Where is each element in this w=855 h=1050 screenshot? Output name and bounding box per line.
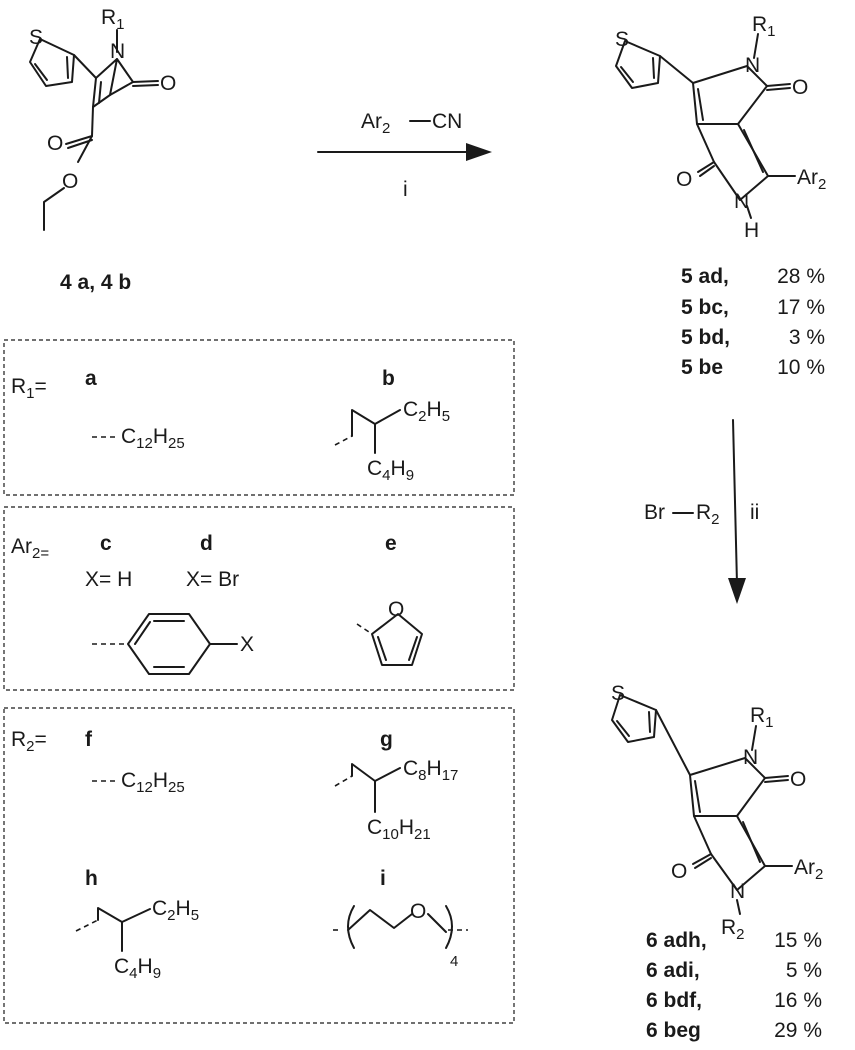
r1-head: R1= <box>11 375 47 402</box>
yields-6: 6 adh, 15 % 6 adi, 5 % 6 bdf, 16 % 6 beg… <box>646 929 822 1042</box>
c2h5-label: C2H5 <box>152 897 199 924</box>
c12h25-label: C12H25 <box>121 425 185 452</box>
c10h21-label: C10H21 <box>367 816 431 843</box>
letter-d: d <box>200 532 213 555</box>
compound-5bc: 5 bc, <box>681 296 729 319</box>
yield-5bd: 3 % <box>789 326 825 349</box>
product-6: S N O O N R1 Ar2 R2 <box>611 682 823 943</box>
compound-5bd: 5 bd, <box>681 326 730 349</box>
reagent-cn: CN <box>432 110 462 133</box>
starting-material-4: S N O O O R1 4 a, 4 b <box>29 6 176 294</box>
yield-6adi: 5 % <box>786 959 822 982</box>
letter-g: g <box>380 728 393 751</box>
atom-o: O <box>676 168 692 191</box>
legend-r2: R2= f g C12H25 C8H17 C10H21 h i C2H5 C4H… <box>3 707 515 1024</box>
x-label: X <box>240 633 254 656</box>
r1-label: R1 <box>101 6 125 33</box>
atom-n: N <box>745 54 760 77</box>
step2-arrow: Br R2 ii <box>644 419 759 604</box>
yields-5: 5 ad, 28 % 5 bc, 17 % 5 bd, 3 % 5 be 10 … <box>681 265 825 379</box>
atom-s: S <box>611 682 625 705</box>
yield-5bc: 17 % <box>777 296 825 319</box>
letter-c: c <box>100 532 112 555</box>
x-h-label: X= H <box>85 568 132 591</box>
reagent-i: i <box>403 178 408 201</box>
x-br-label: X= Br <box>186 568 239 591</box>
product-5: S N O O N H R1 Ar2 <box>615 13 826 242</box>
c8h17-label: C8H17 <box>403 757 458 784</box>
atom-o: O <box>388 598 404 621</box>
compound-6beg: 6 beg <box>646 1019 701 1042</box>
yield-6bdf: 16 % <box>774 989 822 1012</box>
atom-o: O <box>410 900 426 923</box>
legend-ar2: Ar2= c d e X= H X= Br X O <box>3 506 515 691</box>
r1-label: R1 <box>752 13 776 40</box>
c4h9-label: C4H9 <box>114 955 161 982</box>
step1-arrow: Ar2 CN i <box>317 110 492 201</box>
letter-b: b <box>382 367 395 390</box>
r2-head: R2= <box>11 728 47 755</box>
compound-5be: 5 be <box>681 356 723 379</box>
compound-5ad: 5 ad, <box>681 265 729 288</box>
yield-5be: 10 % <box>777 356 825 379</box>
legend-r1: R1= a b C12H25 C2H5 C4H9 <box>3 339 515 496</box>
r2-label: R2 <box>696 501 720 528</box>
atom-s: S <box>615 28 629 51</box>
reagent-ii: ii <box>750 501 759 524</box>
compound-label-4: 4 a, 4 b <box>60 271 131 294</box>
atom-n: N <box>110 40 125 63</box>
ar2-head: Ar2= <box>11 535 49 562</box>
atom-o: O <box>671 860 687 883</box>
ar2-label: Ar2 <box>797 166 826 193</box>
atom-o: O <box>62 170 78 193</box>
atom-o: O <box>790 768 806 791</box>
atom-n: N <box>730 880 745 903</box>
atom-h: H <box>744 219 759 242</box>
c2h5-label: C2H5 <box>403 398 450 425</box>
atom-n: N <box>734 190 749 213</box>
r2-label: R2 <box>721 916 745 943</box>
compound-6adi: 6 adi, <box>646 959 700 982</box>
c12h25-label: C12H25 <box>121 769 185 796</box>
reagent-br: Br <box>644 501 665 524</box>
letter-i: i <box>380 867 386 890</box>
yield-6beg: 29 % <box>774 1019 822 1042</box>
compound-6adh: 6 adh, <box>646 929 707 952</box>
yield-6adh: 15 % <box>774 929 822 952</box>
atom-o: O <box>160 72 176 95</box>
ar2-label: Ar2 <box>794 856 823 883</box>
atom-s: S <box>29 26 43 49</box>
letter-f: f <box>85 728 93 751</box>
atom-o: O <box>47 132 63 155</box>
letter-e: e <box>385 532 397 555</box>
c4h9-label: C4H9 <box>367 457 414 484</box>
compound-6bdf: 6 bdf, <box>646 989 702 1012</box>
reagent-nitrile: Ar2 <box>361 110 390 137</box>
atom-n: N <box>743 746 758 769</box>
atom-o: O <box>792 76 808 99</box>
yield-5ad: 28 % <box>777 265 825 288</box>
r1-label: R1 <box>750 704 774 731</box>
letter-a: a <box>85 367 97 390</box>
letter-h: h <box>85 867 98 890</box>
repeat-n-label: 4 <box>450 953 458 970</box>
